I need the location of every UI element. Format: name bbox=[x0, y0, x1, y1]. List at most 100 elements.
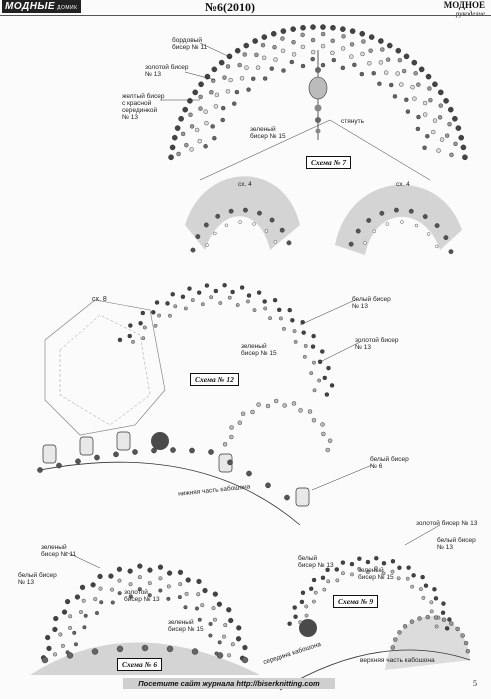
bead12-main-arc bbox=[287, 307, 292, 313]
label9-cab-top: верхняя часть кабошона bbox=[360, 657, 435, 664]
bead9-inner bbox=[410, 584, 415, 589]
bead12-small-arc bbox=[240, 411, 246, 416]
bead12-inner-arc bbox=[293, 339, 298, 344]
bead6-mid bbox=[68, 625, 73, 630]
bead-white-13 bbox=[291, 52, 297, 57]
bead-green-15 bbox=[359, 71, 365, 77]
bead-white-13 bbox=[214, 92, 220, 98]
bead12-baseline bbox=[246, 470, 252, 477]
bead9-outer bbox=[349, 561, 355, 567]
bead-green-15 bbox=[340, 65, 346, 71]
bead-white-13 bbox=[422, 112, 428, 117]
bead-burgundy-11 bbox=[243, 42, 250, 49]
bead-arc-right bbox=[366, 218, 372, 223]
bead6-base bbox=[91, 648, 99, 655]
bead12-small-arc bbox=[256, 402, 261, 407]
bead9-outer bbox=[406, 565, 411, 570]
magazine-subtitle: рукоделие bbox=[455, 10, 485, 18]
bead12-inner-arc bbox=[131, 339, 135, 344]
bead-burgundy-11 bbox=[218, 59, 225, 66]
bead9-inner bbox=[322, 587, 327, 592]
pointer-gold bbox=[184, 71, 216, 81]
bead-gold-13 bbox=[380, 47, 385, 52]
bead12-main-arc bbox=[301, 330, 306, 335]
bead12-inner-arc bbox=[302, 354, 307, 359]
bead9-small bbox=[397, 630, 402, 635]
bead9-outer bbox=[309, 586, 314, 591]
bead-burgundy-11 bbox=[261, 34, 268, 40]
bead12-main-arc bbox=[262, 299, 267, 304]
bead-white-13 bbox=[300, 44, 306, 50]
bead9-outer bbox=[440, 610, 446, 615]
issue-number: №6(2010) bbox=[205, 0, 256, 14]
bead6-outer bbox=[235, 636, 242, 642]
scheme6-title: Схема № 6 bbox=[117, 658, 163, 671]
bead-arc-left-inner bbox=[213, 231, 217, 236]
bead6-mid bbox=[211, 606, 216, 611]
bead6-outer bbox=[196, 578, 202, 585]
pointer-lines bbox=[65, 42, 441, 569]
bead9-outer bbox=[381, 561, 387, 566]
bead9-inner bbox=[365, 570, 370, 574]
bead6-base bbox=[141, 644, 149, 652]
bead12-inner-arc bbox=[209, 295, 214, 300]
bead9-small bbox=[402, 624, 408, 629]
bead6-outer bbox=[61, 609, 68, 615]
bead-gold-13 bbox=[437, 115, 443, 120]
bead12-inner-arc bbox=[168, 313, 172, 318]
thread-tighten-right bbox=[329, 119, 431, 181]
bead-gold-13 bbox=[209, 90, 214, 95]
bead9-outer bbox=[390, 559, 396, 564]
bead6-outer bbox=[97, 573, 103, 580]
bead-green-15 bbox=[281, 68, 286, 73]
bead12-main-arc bbox=[230, 289, 235, 295]
label9-gold-13: золотой бисер № 13 bbox=[416, 520, 478, 527]
bead-burgundy-11 bbox=[204, 73, 211, 80]
bead-green-15 bbox=[405, 109, 411, 114]
bead6-mid bbox=[60, 643, 65, 648]
bead6-outer bbox=[90, 582, 96, 588]
bead12-baseline bbox=[227, 459, 233, 466]
bead12-baseline bbox=[189, 447, 195, 454]
pointer9-gold bbox=[404, 524, 441, 546]
bead12-baseline bbox=[132, 449, 138, 455]
white-bead-6-e bbox=[295, 487, 310, 507]
bead6-mid bbox=[117, 578, 122, 583]
bead-arc-left bbox=[203, 222, 209, 228]
bead9-inner bbox=[429, 600, 434, 605]
bead-gold-13 bbox=[368, 48, 373, 53]
bead6-inner bbox=[208, 633, 213, 638]
bead6-outer bbox=[216, 601, 223, 607]
bead-gold-13 bbox=[438, 103, 443, 108]
bead-white-13 bbox=[239, 76, 245, 81]
bead-arc-right bbox=[348, 241, 354, 247]
bead12-baseline bbox=[284, 494, 290, 501]
bead-burgundy-11 bbox=[340, 26, 346, 32]
bead6-inner bbox=[110, 600, 115, 605]
bead12-inner-arc bbox=[292, 329, 297, 333]
label12-white-13: белый бисер № 13 bbox=[352, 296, 391, 310]
bead9-outer bbox=[447, 617, 452, 622]
bead12-baseline bbox=[208, 449, 214, 455]
bead6-inner bbox=[117, 591, 122, 596]
bead-white-13 bbox=[213, 104, 219, 109]
logo-text: МОДНЫЕ bbox=[5, 1, 56, 12]
bead-arc-left-inner bbox=[224, 223, 229, 228]
bead12-main-arc bbox=[117, 337, 123, 343]
bead6-outer bbox=[108, 573, 114, 579]
bead6-inner bbox=[94, 611, 99, 616]
bead6-mid bbox=[128, 582, 133, 587]
bead-gold-13 bbox=[330, 38, 335, 44]
bead12-inner-arc bbox=[173, 304, 178, 309]
bead9-outer bbox=[292, 605, 297, 610]
bead-white-13 bbox=[197, 139, 202, 144]
bead12-main-arc bbox=[222, 282, 227, 288]
bead6-base bbox=[241, 656, 249, 664]
bead6-mid bbox=[227, 653, 232, 658]
bead9-inner bbox=[350, 572, 354, 577]
bead12-main-arc bbox=[322, 375, 327, 381]
bead12-small-arc bbox=[327, 438, 333, 443]
bead12-main-arc bbox=[165, 301, 170, 306]
